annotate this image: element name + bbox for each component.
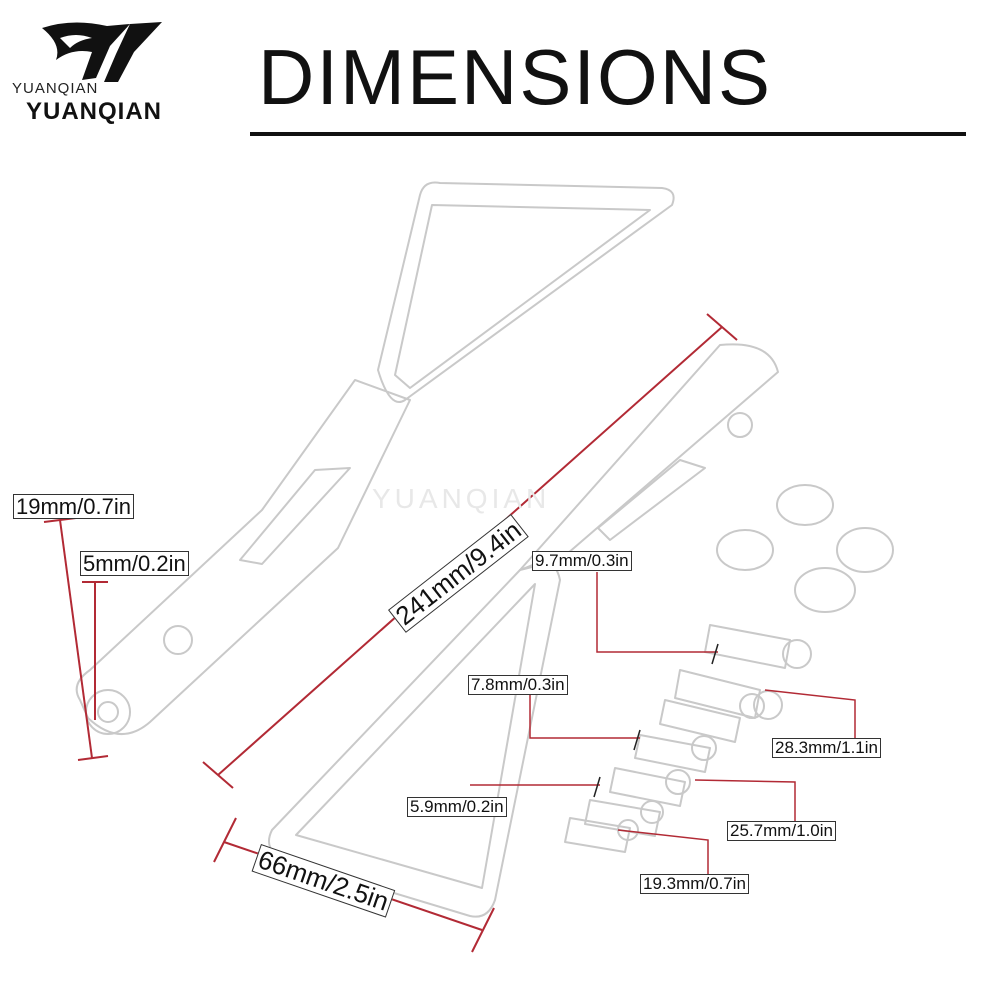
- bolt-diameter-label: 5mm/0.2in: [80, 551, 189, 577]
- mirror-arm-right-slot: [597, 459, 706, 541]
- mirror-arm-left: [75, 379, 411, 736]
- brand-name-small: YUANQIAN: [12, 80, 99, 97]
- clamp-width-label: 19mm/0.7in: [13, 494, 134, 520]
- title-underline: [250, 132, 966, 136]
- page-title: DIMENSIONS: [258, 33, 773, 121]
- bolt-set: [564, 484, 894, 853]
- bolt-a-length-label: 28.3mm/1.1in: [772, 738, 881, 758]
- watermark-text: YUANQIAN: [372, 483, 551, 514]
- arm-right-screw: [727, 412, 753, 438]
- arm-left-screw: [163, 625, 193, 655]
- bolt-c-length-label: 19.3mm/0.7in: [640, 874, 749, 894]
- mirror-glass-upper: [377, 181, 675, 403]
- arm-left-pivot: [85, 689, 131, 735]
- bolt-b-length-label: 25.7mm/1.0in: [727, 821, 836, 841]
- mirror-glass-lower-inner: [295, 583, 536, 889]
- bolt-diameter-ticks: [593, 643, 719, 798]
- bolt-c-diameter-label: 5.9mm/0.2in: [407, 797, 507, 817]
- brand-emblem-icon: [42, 22, 162, 82]
- mirror-glass-upper-inner: [394, 204, 651, 389]
- mirror-arm-left-slot: [239, 467, 351, 565]
- brand-name-large: YUANQIAN: [26, 98, 163, 125]
- arm-left-pivot-inner: [97, 701, 119, 723]
- mirror-arm-right: [519, 343, 779, 571]
- dimension-lines: [43, 313, 738, 953]
- clamp-width-line: [59, 519, 93, 759]
- bolt-b-diameter-label: 7.8mm/0.3in: [468, 675, 568, 695]
- bolt-leader-lines: [470, 572, 856, 882]
- brand-logo: YUANQIAN YUANQIAN: [12, 18, 202, 128]
- bolt-a-diameter-label: 9.7mm/0.3in: [532, 551, 632, 571]
